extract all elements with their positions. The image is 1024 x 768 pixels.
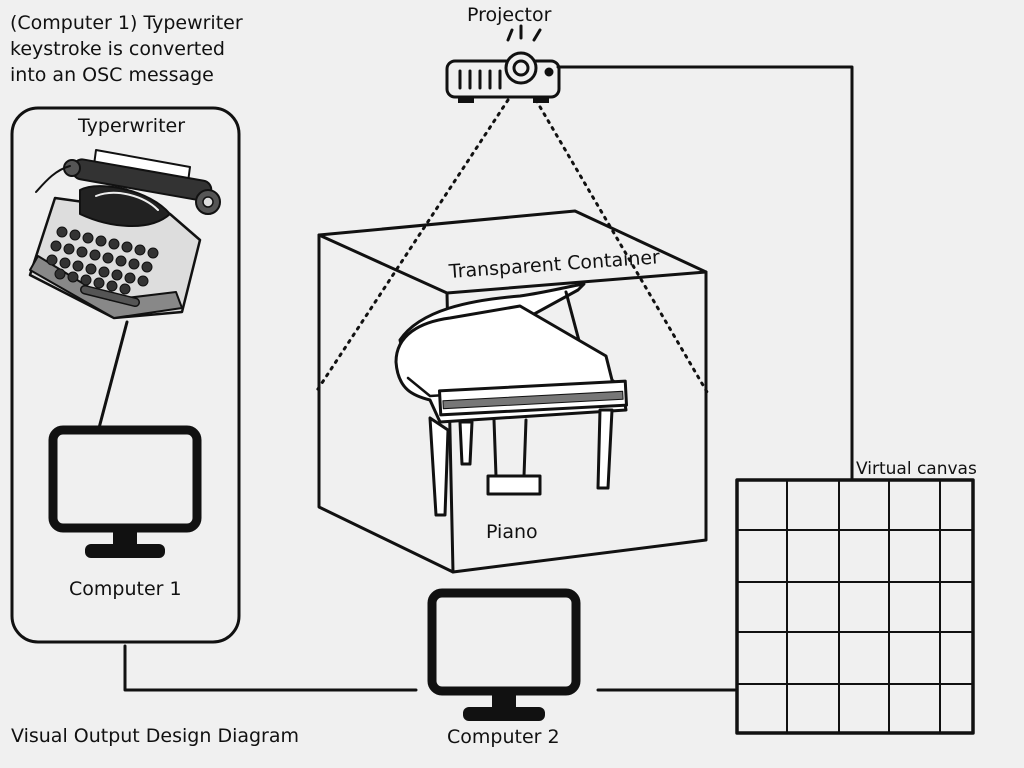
connector-typewriter-computer1 bbox=[97, 320, 129, 430]
piano-label: Piano bbox=[486, 521, 538, 543]
canvas-label: Virtual canvas bbox=[856, 459, 977, 479]
projection-beam-right bbox=[534, 98, 709, 394]
typewriter-label: Typerwriter bbox=[78, 115, 186, 137]
projector-label: Projector bbox=[467, 4, 552, 26]
projector-icon bbox=[445, 24, 561, 103]
computer2-monitor-icon bbox=[427, 588, 581, 721]
connector-computer1-computer2 bbox=[123, 644, 418, 692]
typewriter-icon bbox=[28, 149, 221, 320]
computer2-label: Computer 2 bbox=[447, 726, 560, 748]
virtual-canvas-grid bbox=[735, 478, 975, 735]
computer1-group-box bbox=[10, 106, 241, 644]
computer1-label: Computer 1 bbox=[69, 578, 182, 600]
diagram-title: Visual Output Design Diagram bbox=[11, 725, 300, 747]
description-note: (Computer 1) Typewriter keystroke is con… bbox=[10, 12, 243, 86]
piano-icon bbox=[394, 282, 629, 517]
connector-projector-canvas bbox=[556, 65, 854, 480]
computer1-monitor-icon bbox=[48, 425, 202, 558]
projection-beam-left bbox=[314, 98, 510, 394]
